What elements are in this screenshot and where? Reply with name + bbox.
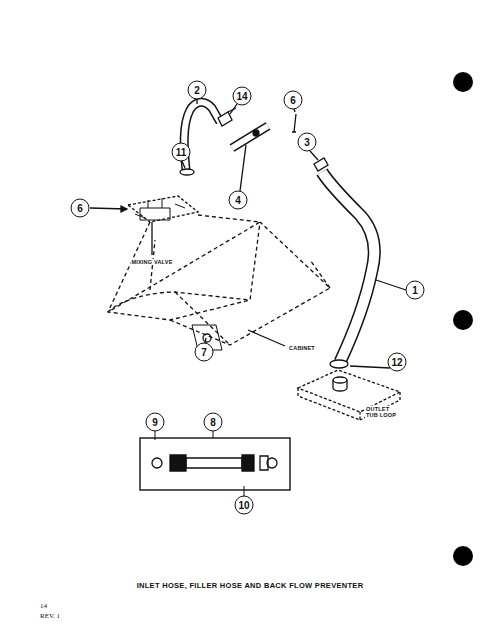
callout-number: 14 xyxy=(233,87,252,106)
callout-number: 4 xyxy=(229,191,248,210)
part-label: OUTLET TUB LOOP xyxy=(365,406,401,419)
callout-number: 10 xyxy=(235,496,254,515)
callout-number: 11 xyxy=(172,143,191,162)
callout-number: 1 xyxy=(406,281,425,300)
callout-number: 12 xyxy=(388,353,407,372)
page-note: 14 xyxy=(40,602,47,610)
diagram-title: INLET HOSE, FILLER HOSE AND BACK FLOW PR… xyxy=(0,581,500,590)
part-label: CABINET xyxy=(288,345,316,351)
callout-number: 6 xyxy=(284,91,303,110)
callout-number: 8 xyxy=(204,413,223,432)
page-note: REV. 1 xyxy=(40,612,60,620)
callout-number: 3 xyxy=(298,133,317,152)
callout-number: 6 xyxy=(71,199,90,218)
part-label: MIXING VALVE xyxy=(130,259,173,265)
callout-number: 7 xyxy=(195,343,214,362)
callout-number: 9 xyxy=(146,413,165,432)
callout-number: 2 xyxy=(188,81,207,100)
